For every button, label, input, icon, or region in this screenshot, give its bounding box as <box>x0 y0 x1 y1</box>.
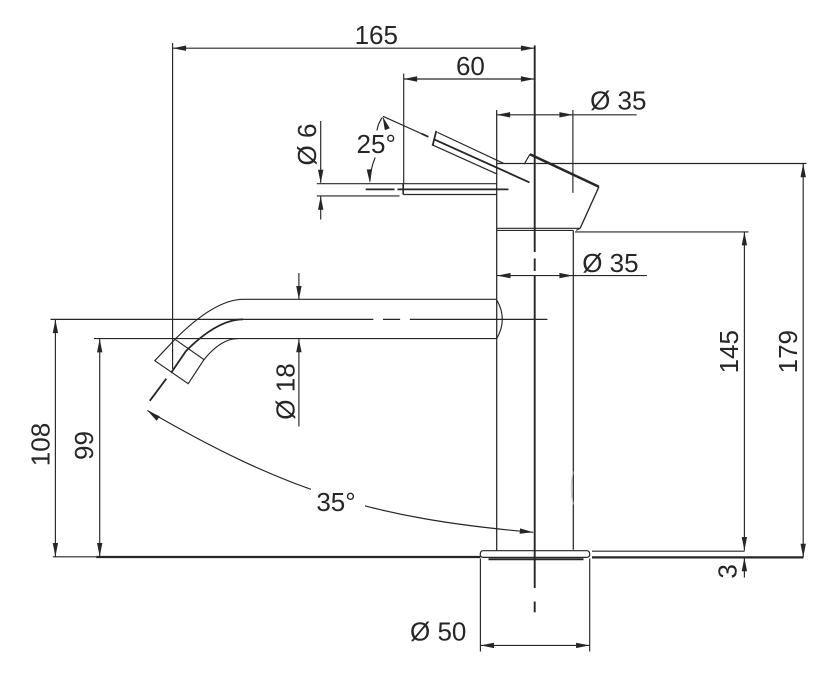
svg-text:Ø 35: Ø 35 <box>582 248 638 278</box>
svg-text:25°: 25° <box>357 129 396 159</box>
svg-text:165: 165 <box>355 20 398 50</box>
svg-text:145: 145 <box>714 330 744 373</box>
svg-text:99: 99 <box>69 431 99 460</box>
svg-text:35°: 35° <box>316 487 355 517</box>
svg-text:60: 60 <box>456 51 485 81</box>
svg-text:3: 3 <box>713 564 743 578</box>
svg-text:Ø 6: Ø 6 <box>292 124 322 166</box>
svg-text:179: 179 <box>773 330 803 373</box>
svg-text:Ø 50: Ø 50 <box>410 617 466 647</box>
svg-text:108: 108 <box>25 423 55 466</box>
svg-text:Ø 35: Ø 35 <box>590 86 646 116</box>
svg-text:Ø 18: Ø 18 <box>271 363 301 419</box>
